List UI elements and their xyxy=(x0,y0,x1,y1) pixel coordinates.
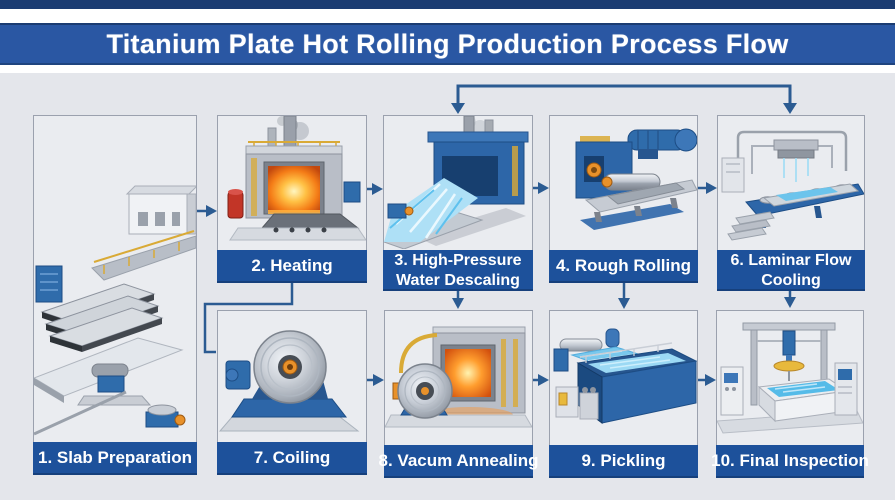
arrow-slab-to-heating xyxy=(197,205,217,217)
step-label-laminar-flow-cooling: 6. Laminar Flow Cooling xyxy=(717,250,865,291)
step-label-coiling: 7. Coiling xyxy=(217,442,367,475)
step-box-laminar-flow-cooling: 6. Laminar Flow Cooling xyxy=(717,115,865,291)
step-label-final-inspection: 10. Final Inspection xyxy=(711,445,869,478)
page-title: Titanium Plate Hot Rolling Production Pr… xyxy=(106,28,789,59)
step-label-vacuum-annealing: 8. Vacum Annealing xyxy=(379,445,539,478)
coiling-illustration xyxy=(218,330,360,432)
arrow-top-bracket xyxy=(451,84,797,114)
step-box-vacuum-annealing: 8. Vacum Annealing xyxy=(379,310,539,478)
step-box-rough-rolling: 4. Rough Rolling xyxy=(549,115,698,283)
arrow-descaling-to-rough-rolling xyxy=(533,182,549,194)
descaling-illustration xyxy=(384,116,529,249)
step-label-high-pressure-water-descaling: 3. High-Pressure Water Descaling xyxy=(383,250,533,291)
arrow-pickling-to-final-inspection xyxy=(698,374,716,386)
step-box-high-pressure-water-descaling: 3. High-Pressure Water Descaling xyxy=(383,115,533,291)
step-label-slab-preparation: 1. Slab Preparation xyxy=(33,442,197,475)
step-label-pickling: 9. Pickling xyxy=(549,445,698,478)
step-label-rough-rolling: 4. Rough Rolling xyxy=(549,250,698,283)
final-inspection-illustration xyxy=(717,322,863,434)
arrow-descaling-to-vacuum-annealing xyxy=(452,291,464,309)
slab-preparation-illustration xyxy=(34,185,196,436)
arrow-coiling-to-vacuum-annealing xyxy=(367,374,384,386)
arrow-heating-to-descaling xyxy=(367,183,383,195)
step-box-final-inspection: 10. Final Inspection xyxy=(711,310,869,478)
arrow-laminar-cooling-to-final-inspection xyxy=(784,291,796,308)
vacuum-annealing-illustration xyxy=(385,326,532,428)
title-banner: Titanium Plate Hot Rolling Production Pr… xyxy=(0,23,895,65)
rough-rolling-illustration xyxy=(575,128,697,230)
step-box-coiling: 7. Coiling xyxy=(217,310,367,475)
heating-illustration xyxy=(227,116,366,241)
step-box-pickling: 9. Pickling xyxy=(549,310,698,478)
laminar-cooling-illustration xyxy=(721,130,864,241)
step-box-slab-preparation: 1. Slab Preparation xyxy=(33,115,197,475)
arrow-rough-rolling-to-pickling xyxy=(618,283,630,309)
top-navy-strip xyxy=(0,0,895,9)
arrow-vacuum-annealing-to-pickling xyxy=(533,374,549,386)
step-box-heating: 2. Heating xyxy=(217,115,367,283)
arrow-rough-rolling-to-laminar-cooling xyxy=(698,182,717,194)
step-label-heating: 2. Heating xyxy=(217,250,367,283)
pickling-illustration xyxy=(553,328,697,424)
